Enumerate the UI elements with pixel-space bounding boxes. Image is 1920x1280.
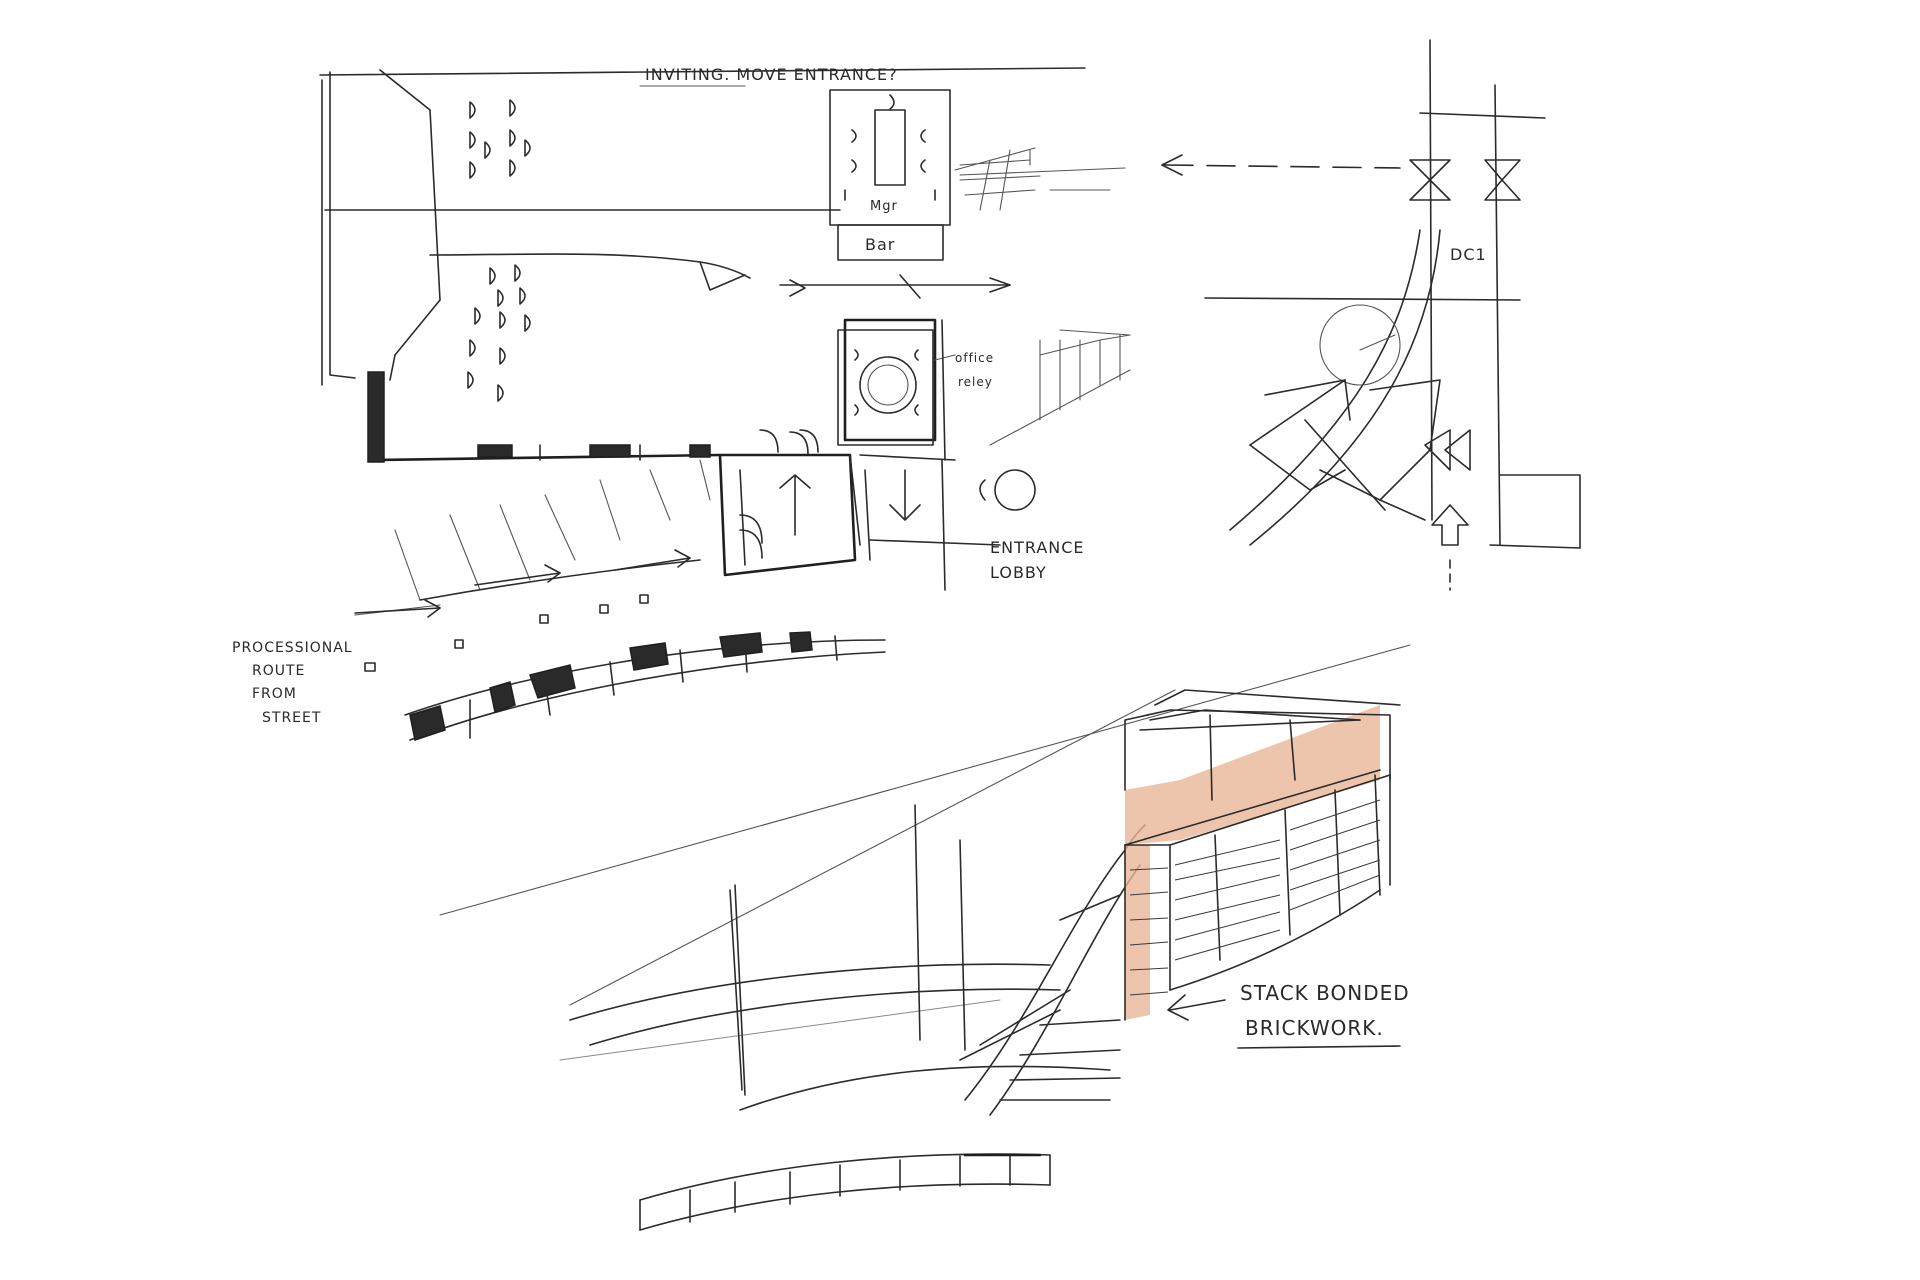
curved-wall-plan: [404, 631, 886, 741]
brick-wall: [1124, 689, 1401, 1021]
route-line-4: STREET: [262, 710, 321, 726]
table-group-lower: [467, 264, 531, 402]
corner-stroke: [379, 69, 431, 111]
label-office-2: reley: [958, 375, 993, 389]
label-entrance: ENTRANCE: [990, 538, 1085, 557]
frame-vertical-mid: [914, 804, 966, 1051]
circle-pointer: [1359, 334, 1396, 351]
diagram-circle: [1319, 304, 1401, 386]
diagram-mid-line: [1204, 297, 1521, 301]
diagram-top-line: [1419, 112, 1546, 119]
front-wall: [367, 371, 722, 463]
ground-curve-1: [569, 963, 1051, 1021]
label-door: DC1: [1450, 245, 1487, 264]
route-line-1: PROCESSIONAL: [232, 640, 353, 656]
curved-path-1: [1229, 229, 1421, 531]
rising-ribbon: [959, 824, 1146, 1116]
route-line-2: ROUTE: [252, 663, 305, 679]
bar-block: Mgr Bar: [829, 89, 951, 261]
ground-curve-2: [589, 988, 1061, 1046]
route-note: PROCESSIONAL ROUTE FROM STREET: [232, 640, 353, 726]
foreground-course: [639, 1153, 1051, 1231]
guide-line-1: [439, 644, 1411, 916]
building-left-edge: [329, 71, 356, 379]
flow-arrows: [779, 274, 1011, 299]
label-stack-bonded: STACK BONDED: [1240, 981, 1410, 1005]
perspective-sketch: STACK BONDED BRICKWORK.: [439, 644, 1411, 1231]
ground-curve-3: [739, 1065, 1111, 1111]
diagram-box-right: [1489, 474, 1581, 549]
angled-planes: [1249, 379, 1441, 521]
label-lobby: LOBBY: [990, 563, 1047, 582]
dining-diagonal-2: [389, 354, 396, 381]
door-symbols: [1409, 159, 1521, 471]
office-block: office reley: [837, 318, 994, 446]
route-line-3: FROM: [252, 686, 297, 702]
stair-lines-right: [954, 147, 1126, 211]
sculpture: [979, 469, 1036, 511]
label-mgr: Mgr: [870, 199, 898, 214]
label-underline: [1237, 1045, 1401, 1049]
dashed-arrow-left: [1161, 154, 1401, 176]
divider-kink: [699, 261, 746, 291]
label-office: office: [955, 351, 994, 365]
label-brickwork: BRICKWORK.: [1245, 1016, 1384, 1040]
dining-divider-curve: [429, 253, 751, 279]
entry-arrow-up: [1431, 504, 1469, 591]
plan-sketch: INVITING. MOVE ENTRANCE?: [232, 65, 1131, 741]
note-top: INVITING. MOVE ENTRANCE?: [645, 65, 898, 84]
label-bar: Bar: [865, 235, 895, 254]
paving-lines: [354, 459, 711, 616]
label-pointer: [1167, 994, 1226, 1021]
dining-inner-wall: [429, 109, 441, 301]
canopy-hatch: [989, 329, 1131, 446]
route-arrows: [354, 549, 691, 672]
dining-diagonal: [394, 299, 441, 356]
entrance-lobby: ENTRANCE LOBBY: [718, 319, 1085, 591]
guide-line-3: [559, 999, 1001, 1061]
building-top-edge: [319, 67, 1086, 76]
curved-path-2: [1249, 229, 1441, 546]
table-group-upper: [469, 99, 531, 179]
frame-vertical-left: [729, 884, 746, 1096]
guide-line-2: [569, 689, 1176, 1006]
diagram-axis-right: [1494, 84, 1501, 546]
arrangement-diagram: DC1: [1161, 39, 1581, 591]
